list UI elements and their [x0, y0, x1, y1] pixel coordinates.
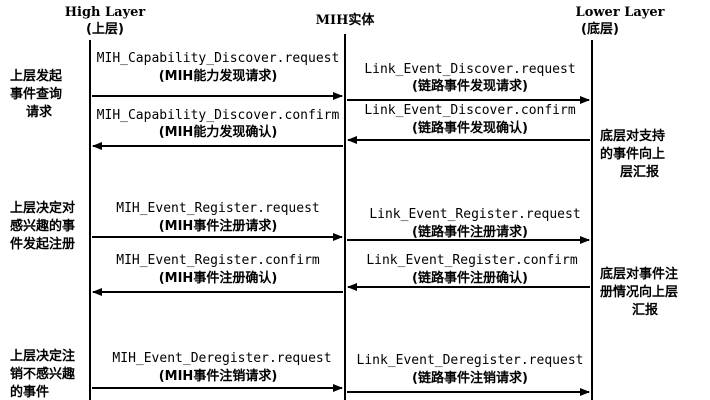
svg-text:(链路事件注册确认): (链路事件注册确认) [412, 270, 528, 286]
note-discover-right: 底层对支持 的事件向上 层汇报 [600, 128, 665, 180]
svg-text:(链路事件注销请求): (链路事件注销请求) [412, 370, 528, 386]
svg-text:上层决定对: 上层决定对 [10, 200, 75, 216]
message-link-event-deregister-request: Link_Event_Deregister.request (链路事件注销请求) [347, 353, 590, 396]
svg-text:件发起注册: 件发起注册 [10, 236, 75, 252]
note-discover-left: 上层发起 事件查询 请求 [10, 68, 63, 120]
message-mih-capability-discover-confirm: MIH_Capability_Discover.confirm (MIH能力发现… [92, 108, 343, 150]
svg-text:(MIH能力发现请求): (MIH能力发现请求) [159, 68, 278, 84]
svg-text:MIH_Event_Deregister.request: MIH_Event_Deregister.request [112, 351, 331, 366]
message-mih-capability-discover-request: MIH_Capability_Discover.request (MIH能力发现… [92, 51, 343, 100]
svg-text:层汇报: 层汇报 [620, 165, 660, 180]
svg-text:Link_Event_Discover.confirm: Link_Event_Discover.confirm [364, 103, 575, 118]
mih-entity-title: MIH实体 [316, 12, 376, 28]
message-mih-event-deregister-request: MIH_Event_Deregister.request (MIH事件注销请求) [92, 351, 343, 392]
lower-layer-title: Lower Layer [576, 5, 665, 20]
note-register-left: 上层决定对 感兴趣的事 件发起注册 [10, 200, 75, 252]
svg-text:底层对事件注: 底层对事件注 [600, 266, 678, 282]
message-link-event-discover-confirm: Link_Event_Discover.confirm (链路事件发现确认) [347, 103, 590, 144]
high-layer-title: High Layer [65, 5, 146, 20]
message-mih-event-register-confirm: MIH_Event_Register.confirm (MIH事件注册确认) [92, 253, 343, 296]
svg-text:请求: 请求 [26, 104, 53, 120]
svg-text:(链路事件发现确认): (链路事件发现确认) [412, 120, 528, 136]
svg-text:(MIH能力发现确认): (MIH能力发现确认) [159, 124, 278, 140]
message-link-event-discover-request: Link_Event_Discover.request (链路事件发现请求) [347, 62, 590, 104]
svg-text:的事件: 的事件 [10, 384, 49, 400]
svg-text:上层决定注: 上层决定注 [10, 348, 75, 364]
message-link-event-register-confirm: Link_Event_Register.confirm (链路事件注册确认) [347, 253, 590, 291]
svg-text:Link_Event_Deregister.request: Link_Event_Deregister.request [357, 353, 584, 368]
svg-text:(MIH事件注销请求): (MIH事件注销请求) [159, 368, 278, 384]
note-register-right: 底层对事件注 册情况向上层 汇报 [600, 266, 678, 318]
svg-text:(链路事件发现请求): (链路事件发现请求) [412, 78, 528, 94]
svg-text:感兴趣的事: 感兴趣的事 [10, 218, 75, 234]
message-link-event-register-request: Link_Event_Register.request (链路事件注册请求) [347, 207, 590, 244]
svg-text:汇报: 汇报 [632, 303, 659, 318]
svg-text:Link_Event_Register.request: Link_Event_Register.request [369, 207, 580, 222]
svg-text:Link_Event_Discover.request: Link_Event_Discover.request [364, 62, 575, 77]
svg-text:MIH_Event_Register.request: MIH_Event_Register.request [116, 201, 320, 216]
svg-text:事件查询: 事件查询 [10, 86, 62, 102]
svg-text:MIH_Capability_Discover.confir: MIH_Capability_Discover.confirm [97, 108, 340, 123]
svg-text:的事件向上: 的事件向上 [600, 146, 665, 162]
svg-text:上层发起: 上层发起 [10, 68, 63, 84]
svg-text:销不感兴趣: 销不感兴趣 [10, 366, 76, 382]
svg-text:(MIH事件注册请求): (MIH事件注册请求) [159, 218, 278, 234]
message-mih-event-register-request: MIH_Event_Register.request (MIH事件注册请求) [92, 201, 343, 241]
lower-layer-subtitle: (底层) [581, 21, 619, 37]
note-deregister-left: 上层决定注 销不感兴趣 的事件 [10, 348, 76, 400]
svg-text:MIH_Capability_Discover.reques: MIH_Capability_Discover.request [97, 51, 340, 66]
high-layer-subtitle: (上层) [86, 22, 124, 37]
svg-text:MIH_Event_Register.confirm: MIH_Event_Register.confirm [116, 253, 320, 268]
svg-text:册情况向上层: 册情况向上层 [600, 284, 678, 300]
svg-text:Link_Event_Register.confirm: Link_Event_Register.confirm [366, 253, 577, 268]
svg-text:(链路事件注册请求): (链路事件注册请求) [412, 224, 528, 240]
svg-text:(MIH事件注册确认): (MIH事件注册确认) [159, 270, 278, 286]
svg-text:底层对支持: 底层对支持 [600, 128, 665, 144]
